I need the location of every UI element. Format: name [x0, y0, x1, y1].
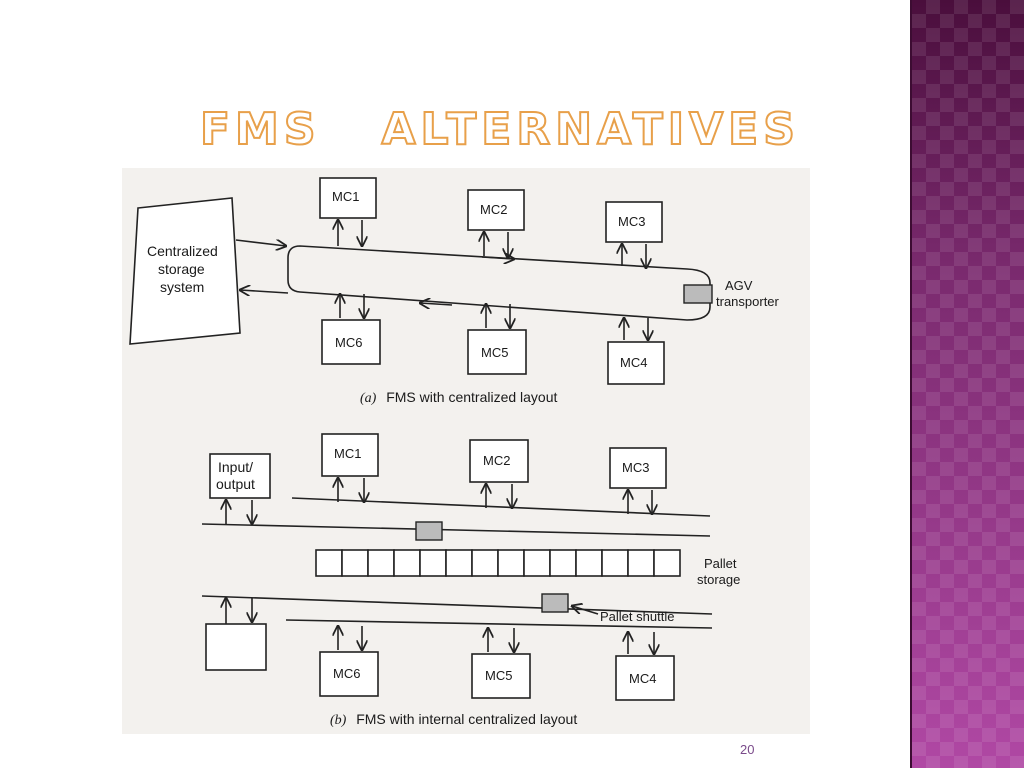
diagram-b: Input/ output Pallet storage Pallet shut…: [201, 433, 740, 728]
mc1-box-a: [319, 177, 377, 219]
caption-b-text: FMS with internal centralized layout: [356, 711, 577, 727]
caption-b-letter: (b): [330, 713, 347, 728]
lower-rail-2: [285, 619, 713, 629]
pallet-storage-cell: [575, 549, 603, 577]
mc2-label-a: MC2: [480, 202, 507, 217]
caption-a-letter: (a): [360, 391, 377, 406]
pallet-storage-cell: [549, 549, 577, 577]
agv-label-line2: transporter: [716, 294, 780, 309]
upper-rail-2: [201, 523, 711, 537]
io-label-line1: Input/: [218, 459, 253, 475]
decorative-side-panel: [912, 0, 1024, 768]
lower-left-station-box: [205, 623, 267, 671]
side-panel-edge: [910, 0, 913, 768]
upper-shuttle-block: [415, 521, 443, 541]
pallet-shuttle-label: Pallet shuttle: [600, 609, 674, 624]
lower-rail-1: [201, 595, 713, 615]
mc1-label-b: MC1: [334, 446, 361, 461]
pallet-storage-cell: [627, 549, 655, 577]
mc6-label-b: MC6: [333, 666, 360, 681]
storage-label-line3: system: [160, 279, 204, 295]
pallet-storage-cell: [653, 549, 681, 577]
fms-diagram-figure: Centralized storage system AGV transport…: [122, 168, 810, 734]
loop-arrow-left: [420, 303, 453, 305]
mc1-box-b: [321, 433, 379, 477]
pallet-storage-cell: [601, 549, 629, 577]
caption-a-text: FMS with centralized layout: [386, 389, 557, 405]
pallet-storage-cell: [445, 549, 473, 577]
pallet-storage-cell: [367, 549, 395, 577]
mc6-label-a: MC6: [335, 335, 362, 350]
pallet-storage-cell: [393, 549, 421, 577]
mc3-label-b: MC3: [622, 460, 649, 475]
mc4-box-b: [615, 655, 675, 701]
mc6-box-b: [319, 651, 379, 697]
agv-transporter-block: [683, 284, 713, 304]
pallet-storage-cell: [471, 549, 499, 577]
caption-b: (b) FMS with internal centralized layout: [330, 711, 577, 728]
mc3-box-b: [609, 447, 667, 489]
mc5-label-a: MC5: [481, 345, 508, 360]
diagram-a: Centralized storage system AGV transport…: [129, 177, 780, 406]
pallet-shuttle-block: [541, 593, 569, 613]
slide-number: 20: [740, 742, 755, 757]
storage-out-arrow: [235, 239, 286, 246]
mc4-label-a: MC4: [620, 355, 647, 370]
pallet-storage-cell: [315, 549, 343, 577]
input-output-box: [209, 453, 271, 499]
pallet-shuttle-pointer: [572, 606, 599, 615]
mc2-box-a: [467, 189, 525, 231]
pallet-storage-label-line1: Pallet: [704, 556, 737, 571]
pallet-storage-rack: [315, 549, 681, 577]
agv-loop-path: [287, 245, 711, 321]
pallet-storage-cell: [523, 549, 551, 577]
mc4-label-b: MC4: [629, 671, 656, 686]
io-label-line2: output: [216, 476, 255, 492]
pallet-storage-cell: [341, 549, 369, 577]
mc4-box-a: [607, 341, 665, 385]
centralized-storage-box: [129, 197, 241, 345]
pallet-storage-cell: [419, 549, 447, 577]
upper-rail-1: [291, 497, 711, 517]
storage-label-line1: Centralized: [147, 243, 218, 259]
slide-title: FMS Alternatives: [199, 103, 800, 156]
mc6-box-a: [321, 319, 381, 365]
agv-label-line1: AGV: [725, 278, 753, 293]
storage-label-line2: storage: [158, 261, 205, 277]
mc5-box-a: [467, 329, 527, 375]
mc1-label-a: MC1: [332, 189, 359, 204]
caption-a: (a) FMS with centralized layout: [360, 389, 558, 406]
pallet-storage-cell: [497, 549, 525, 577]
storage-in-arrow: [240, 290, 289, 293]
mc5-box-b: [471, 653, 531, 699]
pallet-storage-label-line2: storage: [697, 572, 740, 587]
mc5-label-b: MC5: [485, 668, 512, 683]
mc2-box-b: [469, 439, 529, 483]
mc3-box-a: [605, 201, 663, 243]
mc2-label-b: MC2: [483, 453, 510, 468]
loop-arrow-right: [481, 257, 514, 259]
mc3-label-a: MC3: [618, 214, 645, 229]
